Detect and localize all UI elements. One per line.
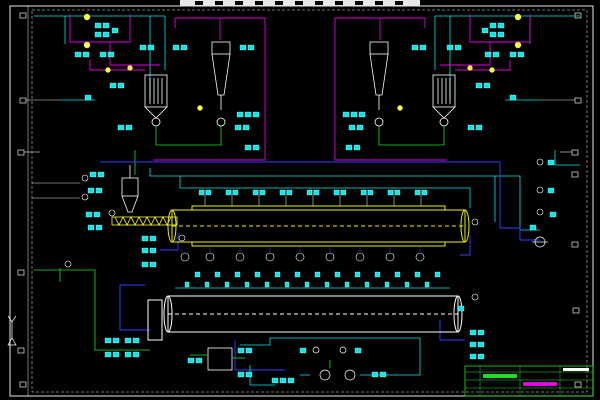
middle-blue-loops	[100, 161, 540, 371]
bottom-green-piping	[190, 354, 331, 368]
bag-filter-left	[144, 74, 168, 127]
bag-filter-right	[432, 74, 456, 127]
right-boundary-markers	[571, 12, 582, 388]
instrument-cluster-bottom-left	[104, 337, 140, 358]
title-block	[464, 365, 594, 397]
instrument-cluster-top-right	[342, 22, 525, 151]
green-lines-middle	[34, 268, 150, 351]
green-connectors-top	[134, 126, 445, 175]
upper-drum-motor-leads	[209, 246, 421, 253]
left-boundary-lines	[24, 99, 80, 199]
valve-symbols-top-left	[83, 13, 203, 111]
title-bar-blocks	[195, 1, 403, 5]
right-boundary-lines	[540, 99, 575, 153]
instrument-cluster-top-left	[74, 22, 260, 151]
cyclone-right	[369, 41, 389, 127]
instrument-cluster-left-middle	[85, 171, 157, 268]
feed-hopper	[121, 165, 139, 213]
inner-frame	[31, 9, 588, 393]
bottom-tank	[207, 347, 233, 371]
magenta-piping-top	[69, 14, 531, 161]
instrument-cluster-bottom-center	[187, 347, 387, 384]
antenna-symbol	[7, 315, 17, 346]
dryer-drum-lower	[147, 295, 463, 341]
drawing-frame	[9, 5, 594, 397]
upper-drum-motors	[180, 252, 425, 262]
top-cyan-lines	[34, 15, 580, 101]
bottom-piping	[240, 337, 421, 386]
cyclone-left	[211, 41, 231, 127]
valve-symbols-top-right	[397, 13, 522, 111]
instrument-cluster-right-middle	[457, 159, 557, 360]
lower-drum-top-taps	[184, 281, 430, 288]
dryer-drum-upper	[167, 205, 470, 247]
upper-drum-instrument-row	[204, 190, 422, 206]
right-pump	[532, 236, 548, 248]
left-boundary-markers	[17, 12, 27, 388]
upper-drum-instruments	[198, 189, 428, 196]
lower-drum-feed-row	[194, 271, 441, 278]
valve-symbols-left-middle	[64, 158, 544, 301]
middle-cyan-loops	[149, 150, 580, 231]
screw-conveyor	[111, 216, 178, 226]
bottom-pumps	[312, 346, 356, 381]
